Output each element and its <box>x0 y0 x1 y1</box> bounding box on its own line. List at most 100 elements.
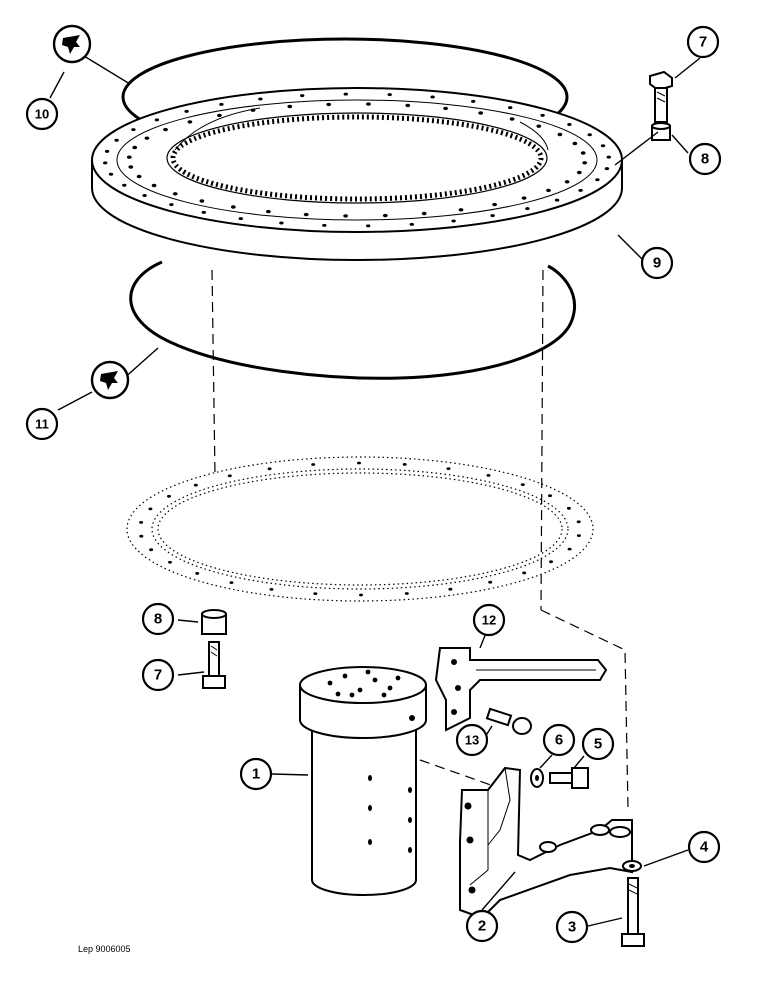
bolt-hole <box>522 571 527 575</box>
bolt-hole <box>154 118 160 122</box>
bolt-hole <box>604 167 610 171</box>
bolt-hole <box>357 461 361 465</box>
bolt-hole <box>128 165 134 169</box>
bolt-hole <box>151 183 157 188</box>
bolt-hole <box>139 534 144 538</box>
bracket <box>434 647 608 732</box>
bolt-hole <box>492 202 497 207</box>
port-hole <box>327 680 333 686</box>
side-hole <box>368 805 372 811</box>
callout-label: 13 <box>465 733 479 748</box>
port-hole <box>349 692 355 698</box>
side-hole <box>408 817 412 823</box>
bolt-hole <box>540 113 545 117</box>
bolt-hole <box>366 102 371 106</box>
bolt-hole <box>567 547 572 551</box>
hydraulic-unit-holes <box>327 669 412 853</box>
callout-label: 8 <box>701 151 709 168</box>
callout-6: 6 <box>542 723 576 757</box>
bolt-hole <box>405 103 411 108</box>
bolt-hole <box>582 161 588 165</box>
bolt-3 <box>621 877 645 947</box>
callout-label: 4 <box>700 839 709 856</box>
grease-nozzle-icon <box>52 24 92 64</box>
screw <box>485 707 532 735</box>
bolt-hole <box>258 97 263 101</box>
bolt-hole <box>548 494 552 498</box>
bolt-hole <box>490 214 495 218</box>
callout-label: 2 <box>478 918 486 935</box>
bolt-hole <box>169 203 174 207</box>
bolt-hole <box>168 560 172 564</box>
callout-label: 6 <box>555 732 563 749</box>
bolt-hole <box>132 145 138 150</box>
hydraulic-unit <box>299 666 427 896</box>
bolt-hole <box>448 587 453 591</box>
bolt-hole <box>148 507 153 511</box>
mounting-flange-holes <box>139 461 581 597</box>
slewing-ring <box>91 87 623 261</box>
bolt-hole <box>108 172 114 176</box>
bolt-hole <box>366 224 371 228</box>
callout-2: 2 <box>465 909 499 943</box>
bolt-hole <box>269 588 274 591</box>
callout-5: 5 <box>581 727 615 761</box>
callout-label: 9 <box>653 255 661 272</box>
callout-13: 13 <box>455 723 489 757</box>
callout-3: 3 <box>555 910 589 944</box>
bolt-hole <box>587 133 592 137</box>
callout-10: 10 <box>25 97 59 131</box>
callout-8-top: 8 <box>688 142 722 176</box>
side-hole <box>368 775 372 781</box>
bolt-hole <box>488 580 493 584</box>
bolt-hole <box>359 593 363 597</box>
bolt-hole <box>576 170 582 175</box>
callout-label: 10 <box>35 107 49 122</box>
bolt-hole <box>580 151 586 155</box>
bolt-hole <box>576 534 581 537</box>
side-hole <box>408 787 412 793</box>
bolt-hole <box>122 183 127 187</box>
bolt-hole <box>471 99 476 103</box>
bolt-hole <box>536 124 542 128</box>
bolt-hole <box>451 219 456 223</box>
bolt-hole <box>287 104 293 109</box>
bolt-hole <box>509 117 515 121</box>
bolt-hole <box>199 199 205 203</box>
bolt-hole <box>219 102 224 106</box>
drawing-code: Lep 9006005 <box>78 944 131 954</box>
bolt-hole <box>322 223 327 227</box>
bolt-hole <box>201 210 206 214</box>
bolt-hole <box>126 155 132 159</box>
grease-nozzle-icon <box>90 360 130 400</box>
bolt-hole <box>486 474 491 477</box>
callout-label: 3 <box>568 919 576 936</box>
spacer-left <box>201 609 227 635</box>
bolt-hole <box>402 463 407 466</box>
bolt-hole <box>230 205 236 209</box>
bolt-hole <box>546 188 551 193</box>
bolt-hole <box>521 196 527 200</box>
bolt-hole <box>311 463 316 466</box>
bolt-hole <box>595 178 600 182</box>
callout-label: 8 <box>154 611 162 628</box>
callout-7-top: 7 <box>686 25 720 59</box>
bolt-hole <box>600 144 606 148</box>
bolt-hole <box>567 123 572 126</box>
assembly-lines <box>211 269 629 809</box>
bolt-hole <box>572 141 578 146</box>
washer-6 <box>530 768 544 788</box>
bolt-hole <box>300 94 305 98</box>
bolt-hole <box>193 483 198 487</box>
bolt-hole <box>578 188 583 192</box>
side-hole <box>368 839 372 845</box>
bolt-hole <box>142 194 147 197</box>
bolt-hole <box>184 109 189 113</box>
bolt-hole <box>303 212 309 217</box>
callout-4: 4 <box>687 830 721 864</box>
bolt-hole <box>525 207 530 211</box>
bolt-hole <box>430 95 435 99</box>
bolt-hole <box>421 211 427 216</box>
side-hole <box>408 847 412 853</box>
callout-9: 9 <box>640 246 674 280</box>
